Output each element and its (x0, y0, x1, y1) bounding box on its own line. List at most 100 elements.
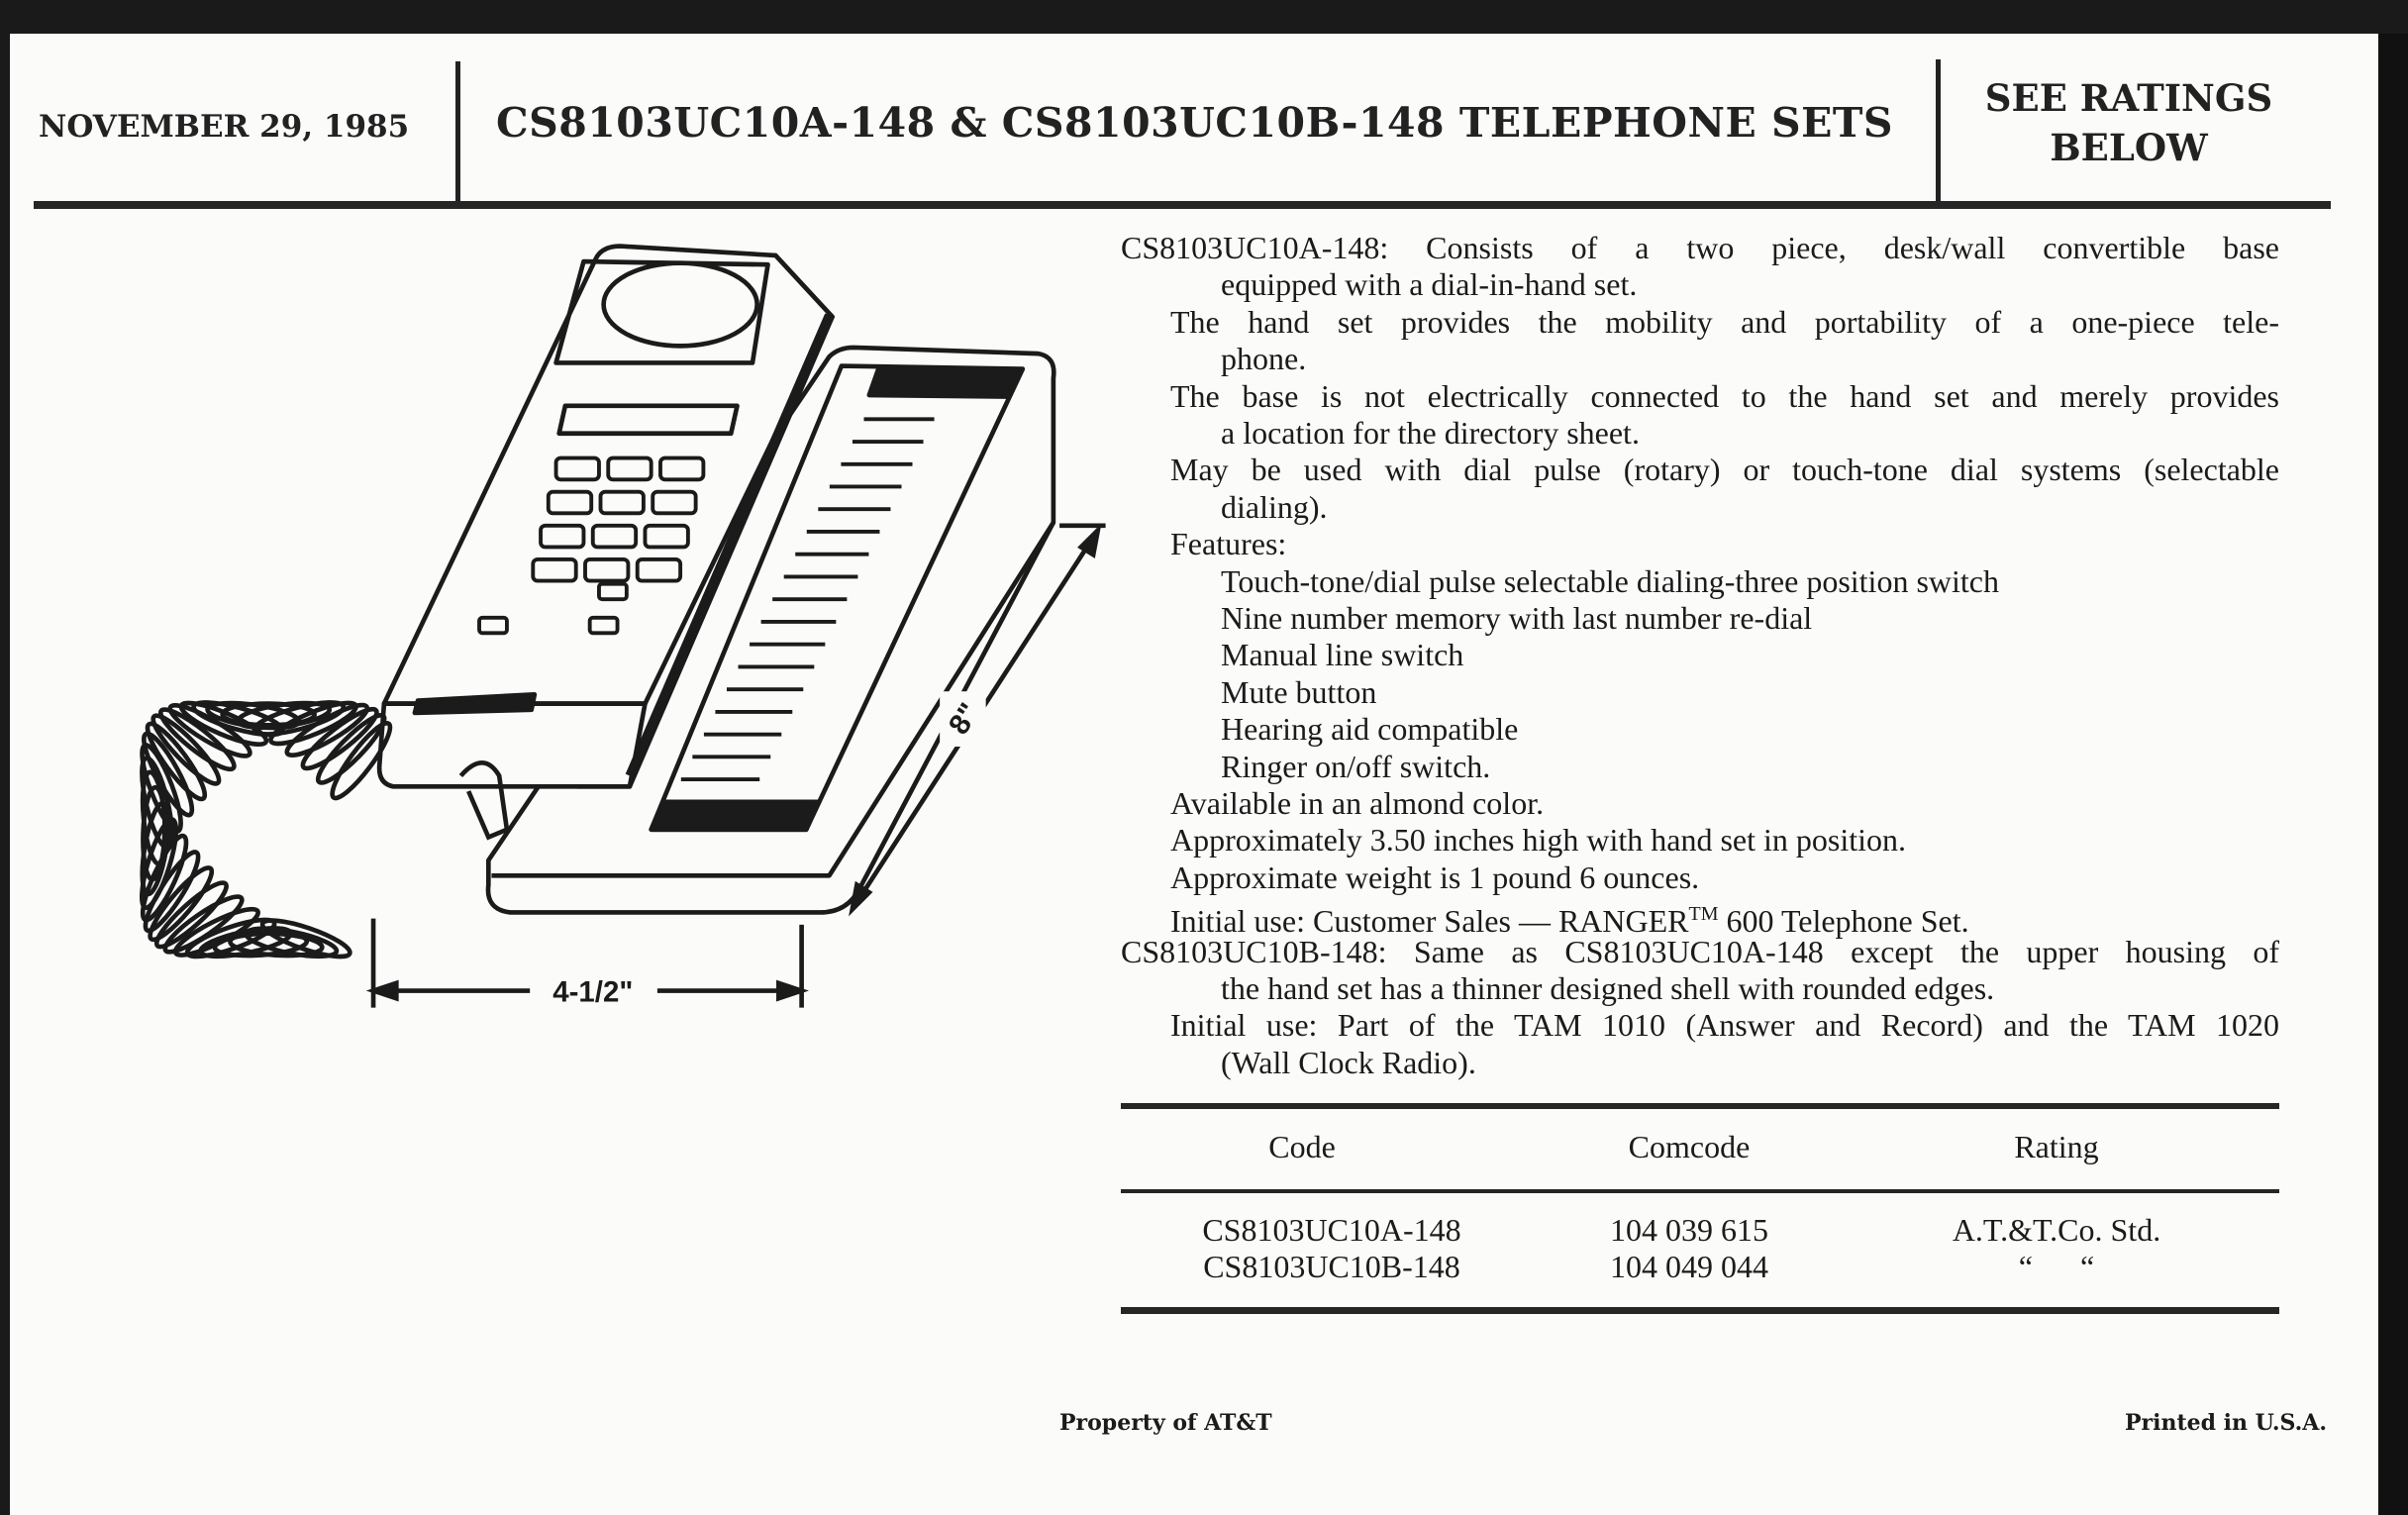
description-line-text: Available in an almond color. (1170, 785, 1545, 821)
description-line-text: Touch-tone/dial pulse selectable dialing… (1221, 562, 1999, 599)
width-arrow-right (776, 979, 809, 1002)
keypad-key (531, 556, 578, 583)
description-line-text: Features: (1170, 526, 1287, 562)
description-line-text: Ringer on/off switch. (1221, 748, 1491, 784)
cell-rating: A.T.&T.Co. Std. (1952, 1212, 2161, 1248)
table-bottom-rule (1121, 1307, 2279, 1314)
document-date: NOVEMBER 29, 1985 (39, 109, 410, 145)
cord-plug (458, 760, 510, 841)
width-arrow-left (365, 979, 399, 1002)
description-line: Features: (1170, 526, 2279, 562)
description-line: Ringer on/off switch. (1221, 749, 1490, 785)
description-line: a location for the directory sheet. (1221, 415, 1640, 452)
description-line-text: phone. (1221, 341, 1307, 377)
description-line: CS8103UC10A-148: Consists of a two piece… (1121, 230, 2279, 266)
directory-top-bar (866, 366, 1023, 399)
function-key (597, 581, 629, 602)
directory-bottom-bar (649, 799, 821, 833)
description-line-text: Manual line switch (1221, 637, 1464, 673)
description-line-text: Mute button (1221, 673, 1377, 710)
handset-edge (625, 313, 834, 778)
cell-comcode: 104 049 044 (1610, 1249, 1768, 1284)
width-dimension-label: 4-1/2" (552, 975, 633, 1008)
coil-cord-loop (300, 706, 379, 771)
description-line: Initial use: Customer Sales — RANGERTM 6… (1170, 896, 1969, 940)
ratings-note-line2: BELOW (2050, 126, 2208, 169)
coil-cord-loop (178, 700, 269, 747)
description-line: Approximate weight is 1 pound 6 ounces. (1170, 859, 1699, 896)
description-line: The hand set provides the mobility and p… (1170, 304, 2279, 341)
column-header-rating: Rating (2014, 1129, 2099, 1164)
handset-lower-body (376, 701, 648, 789)
description-line-text: The hand set provides the mobility and p… (1170, 303, 2279, 340)
keypad-key (553, 455, 601, 482)
description-line: Nine number memory with last number re-d… (1221, 600, 1812, 637)
description-line: May be used with dial pulse (rotary) or … (1170, 452, 2279, 488)
description-line: (Wall Clock Radio). (1221, 1045, 1476, 1081)
earpiece (601, 260, 759, 349)
keypad-key (539, 523, 586, 550)
keypad-key (598, 489, 646, 516)
description-line-text: Nine number memory with last number re-d… (1221, 600, 1813, 636)
coil-cord-loop (157, 707, 237, 772)
depth-arrow-bottom (849, 880, 873, 917)
scan-border (2378, 34, 2408, 1515)
description-line-text: 600 Telephone Set. (1718, 903, 1969, 940)
coil-cord-loop (148, 865, 215, 943)
function-key (477, 615, 509, 636)
coil-cord-loop (220, 701, 317, 728)
description-line-text: dialing). (1221, 488, 1328, 525)
description-line-text: Initial use: Part of the TAM 1010 (Answe… (1170, 1007, 2279, 1044)
description-line: phone. (1221, 341, 1306, 377)
coil-cord-loop (162, 894, 245, 955)
coil-cord-loop (150, 713, 222, 786)
cell-rating: “ “ (2018, 1249, 2095, 1284)
column-header-code: Code (1268, 1129, 1336, 1164)
coil-cord-loop (251, 700, 347, 737)
keypad-key (606, 455, 653, 482)
coil-cord-loop (315, 712, 387, 785)
description-line: Mute button (1221, 674, 1376, 711)
depth-arrow-top (1077, 523, 1102, 559)
description-line-text: (Wall Clock Radio). (1221, 1044, 1476, 1080)
coil-cord-loop (259, 918, 352, 960)
description-line: Available in an almond color. (1170, 785, 1544, 822)
header-divider (455, 61, 460, 206)
description-line-text: equipped with a dial-in-hand set. (1221, 266, 1638, 303)
table-top-rule (1121, 1103, 2279, 1109)
description-line: equipped with a dial-in-hand set. (1221, 266, 1637, 303)
description-line: CS8103UC10B-148: Same as CS8103UC10A-148… (1121, 934, 2279, 970)
handset-display (556, 403, 740, 437)
keypad-key (583, 556, 631, 583)
function-key (587, 615, 620, 636)
coil-cord-loop (142, 731, 195, 818)
description-line: Approximately 3.50 inches high with hand… (1170, 822, 1906, 858)
description-line-text: The base is not electrically connected t… (1170, 377, 2279, 414)
header-rule (34, 201, 2331, 209)
description-line: Manual line switch (1221, 637, 1463, 673)
description-line-text: CS8103UC10B-148: Same as CS8103UC10A-148… (1121, 933, 2279, 969)
coil-cord-loop (140, 833, 189, 923)
cell-code: CS8103UC10A-148 (1202, 1212, 1461, 1248)
cell-code: CS8103UC10B-148 (1203, 1249, 1460, 1284)
keypad-key (643, 523, 690, 550)
base-front-edge (491, 521, 1055, 878)
keypad-key (546, 489, 594, 516)
telephone-illustration: 4-1/2" 8" (139, 244, 1106, 1008)
coil-cord-loop (212, 931, 310, 959)
keypad-key (651, 489, 698, 516)
coil-cord-loop (284, 702, 370, 758)
description-line: The base is not electrically connected t… (1170, 378, 2279, 415)
coil-cord-loop (145, 721, 208, 802)
keypad-key (635, 556, 683, 583)
handset-slot (412, 691, 538, 716)
description-line: Initial use: Part of the TAM 1010 (Answe… (1170, 1007, 2279, 1044)
description-line-text: the hand set has a thinner designed shel… (1221, 970, 1995, 1006)
keypad-key (590, 523, 639, 550)
header-divider (1936, 59, 1941, 204)
description-line-text: Approximate weight is 1 pound 6 ounces. (1170, 858, 1700, 895)
column-header-comcode: Comcode (1628, 1129, 1751, 1164)
description-line-text: CS8103UC10A-148: Consists of a two piece… (1121, 230, 2279, 265)
cell-comcode: 104 039 615 (1610, 1212, 1768, 1248)
description-line-text: May be used with dial pulse (rotary) or … (1170, 452, 2279, 488)
